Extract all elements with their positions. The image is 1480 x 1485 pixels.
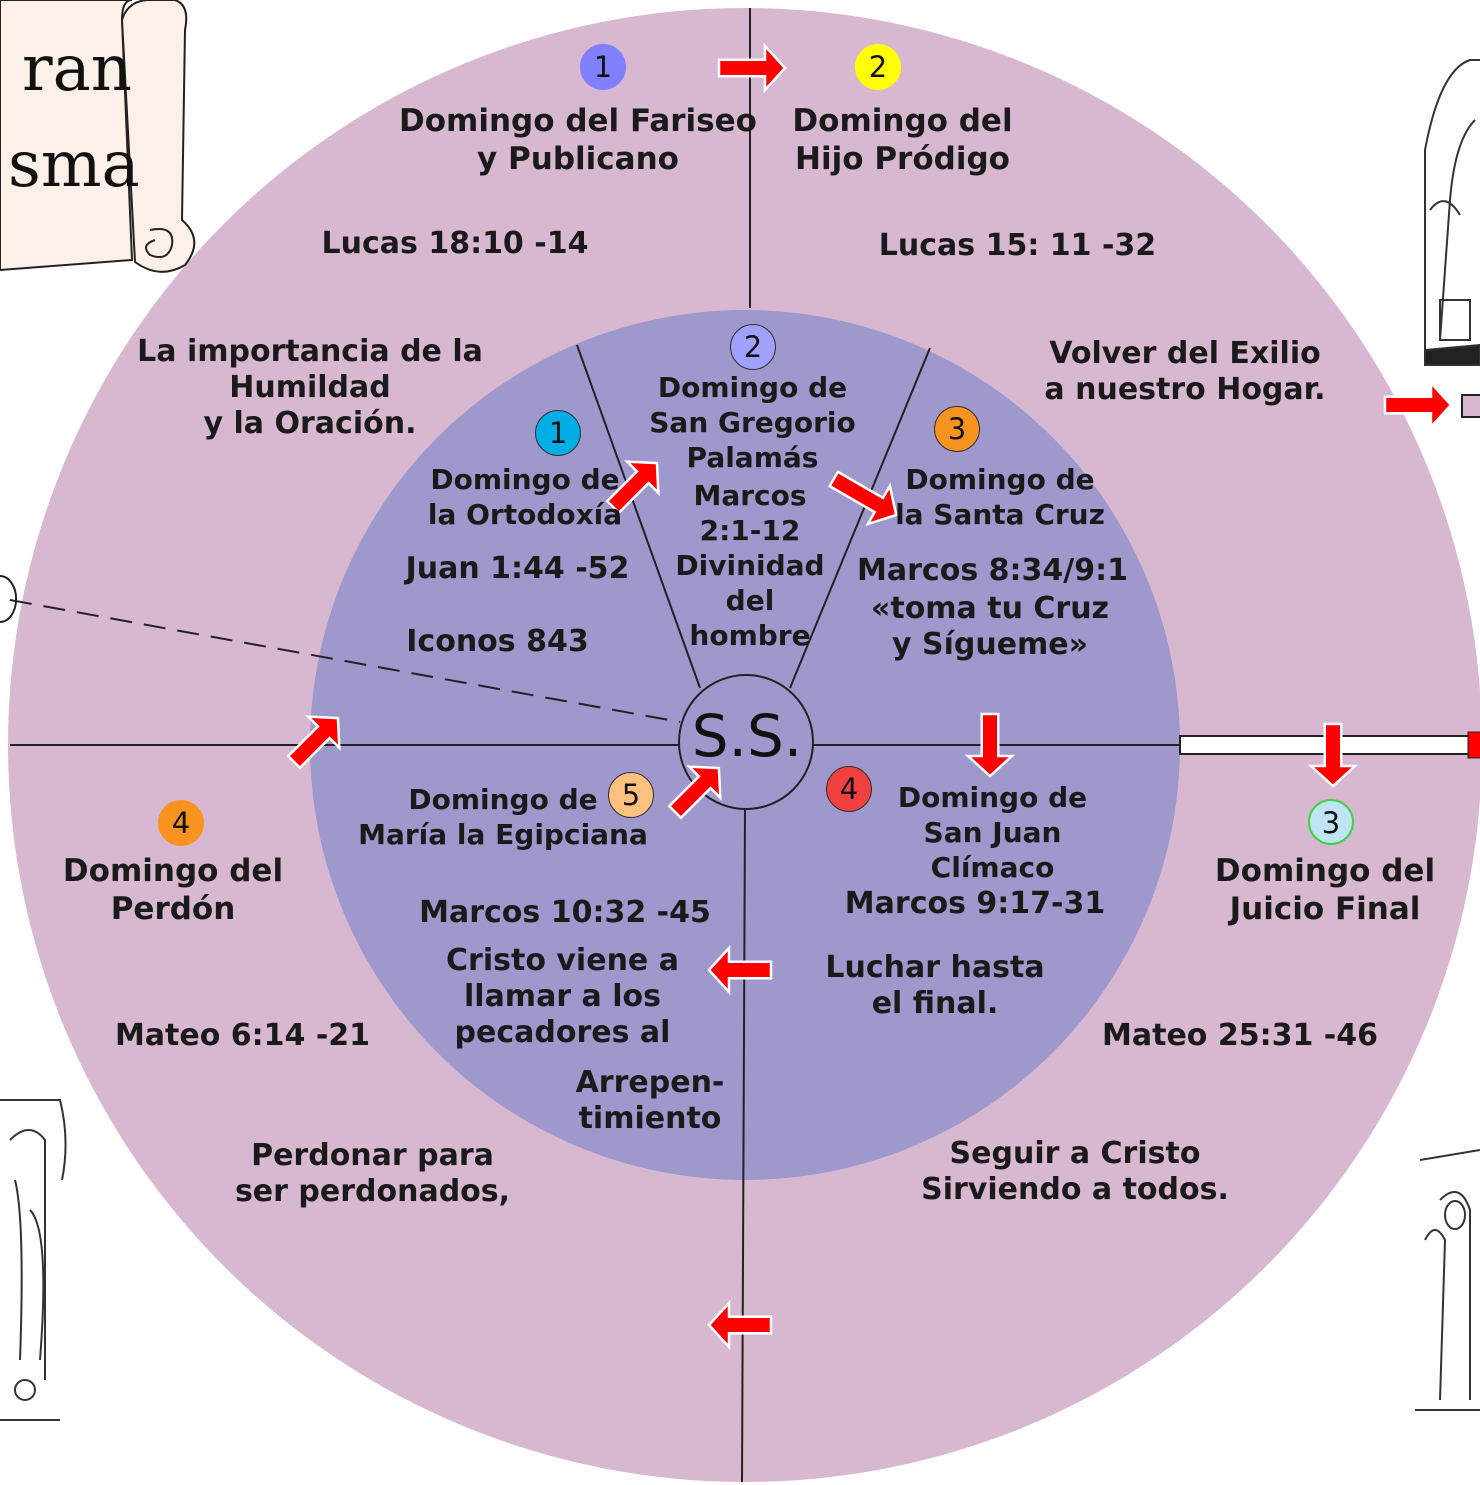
inner-2-theme: Divinidad del hombre (675, 549, 825, 652)
inner-5-theme-a: Cristo viene a llamar a los pecadores al (446, 943, 679, 1050)
inner-5-badge: 5 (608, 772, 654, 818)
inner-1-badge: 1 (535, 410, 581, 456)
outer-3-title: Domingo del Juicio Final (1214, 853, 1436, 927)
scroll-text-line1: ran (22, 32, 132, 106)
icon-illustration-bottom-right (1415, 1149, 1480, 1411)
divider-bottom (741, 809, 746, 1483)
icon-illustration-top-right (1424, 59, 1480, 366)
outer-2-badge: 2 (855, 44, 901, 90)
arrow-down-outer-right-icon (1307, 722, 1359, 788)
icon-illustration-bottom-left (0, 1099, 67, 1421)
outer-1-reading: Lucas 18:10 -14 (321, 226, 589, 261)
arrow-up-right-inner1-icon (605, 460, 660, 515)
arrow-top-right-icon (717, 42, 787, 94)
outer-1-title: Domingo del Fariseo y Publicano (399, 103, 757, 177)
inner-2-title: Domingo de San Gregorio Palamás (649, 371, 856, 474)
inner-4-reading: Marcos 9:17-31 (844, 886, 1106, 921)
inner-5-title: Domingo de María la Egipciana (358, 783, 648, 851)
outer-2-reading: Lucas 15: 11 -32 (878, 228, 1157, 263)
arrow-left-inner-bottom-icon (707, 944, 773, 996)
outer-4-reading: Mateo 6:14 -21 (114, 1018, 371, 1053)
outer-3-reading: Mateo 25:31 -46 (1102, 1018, 1378, 1053)
inner-3-title: Domingo de la Santa Cruz (895, 463, 1105, 531)
wedge-line-right (789, 347, 931, 689)
inner-3-reading: Marcos 8:34/9:1 (857, 553, 1128, 588)
center-label: S.S. (691, 702, 803, 770)
scroll-banner (0, 0, 196, 273)
outer-3-theme: Seguir a Cristo Sirviendo a todos. (921, 1136, 1229, 1207)
left-edge-circle (0, 575, 18, 623)
inner-3-theme: «toma tu Cruz y Sígueme» (870, 591, 1110, 662)
inner-4-title: Domingo de San Juan Clímaco (897, 781, 1088, 884)
right-bar-end (1467, 731, 1480, 759)
arrow-up-right-inner5-icon (667, 765, 722, 820)
outer-4-badge: 4 (158, 800, 204, 846)
outer-1-badge: 1 (580, 44, 626, 90)
arrow-right-outer-icon (1383, 379, 1453, 431)
arrow-left-outer-bottom-icon (707, 1299, 773, 1351)
inner-5-reading: Marcos 10:32 -45 (419, 895, 711, 930)
outer-2-title: Domingo del Hijo Pródigo (792, 103, 1013, 177)
inner-2-badge: 2 (730, 324, 776, 370)
arrow-down-inner-right-icon (964, 712, 1016, 778)
outer-3-badge: 3 (1308, 799, 1354, 845)
outer-2-theme: Volver del Exilio a nuestro Hogar. (1044, 336, 1326, 407)
outer-4-theme: Perdonar para ser perdonados, (234, 1138, 511, 1209)
inner-2-reading: Marcos 2:1-12 (693, 479, 807, 547)
inner-4-theme: Luchar hasta el final. (825, 950, 1045, 1021)
outer-4-title: Domingo del Perdón (62, 853, 284, 927)
inner-4-badge: 4 (826, 766, 872, 812)
arrow-up-right-left-icon (286, 715, 341, 770)
inner-3-badge: 3 (934, 406, 980, 452)
inner-1-theme: Iconos 843 (406, 624, 589, 659)
dashed-connector (9, 599, 681, 723)
arrow-down-right-inner2-icon (827, 470, 898, 527)
wedge-line-left (576, 344, 701, 689)
scroll-text-line2: sma (8, 128, 140, 202)
inner-1-title: Domingo de la Ortodoxía (427, 463, 623, 531)
outer-1-theme: La importancia de la Humildad y la Oraci… (137, 334, 483, 441)
small-square-right (1461, 394, 1480, 418)
inner-1-reading: Juan 1:44 -52 (405, 551, 630, 586)
inner-5-theme-b: Arrepen- timiento (575, 1065, 725, 1136)
